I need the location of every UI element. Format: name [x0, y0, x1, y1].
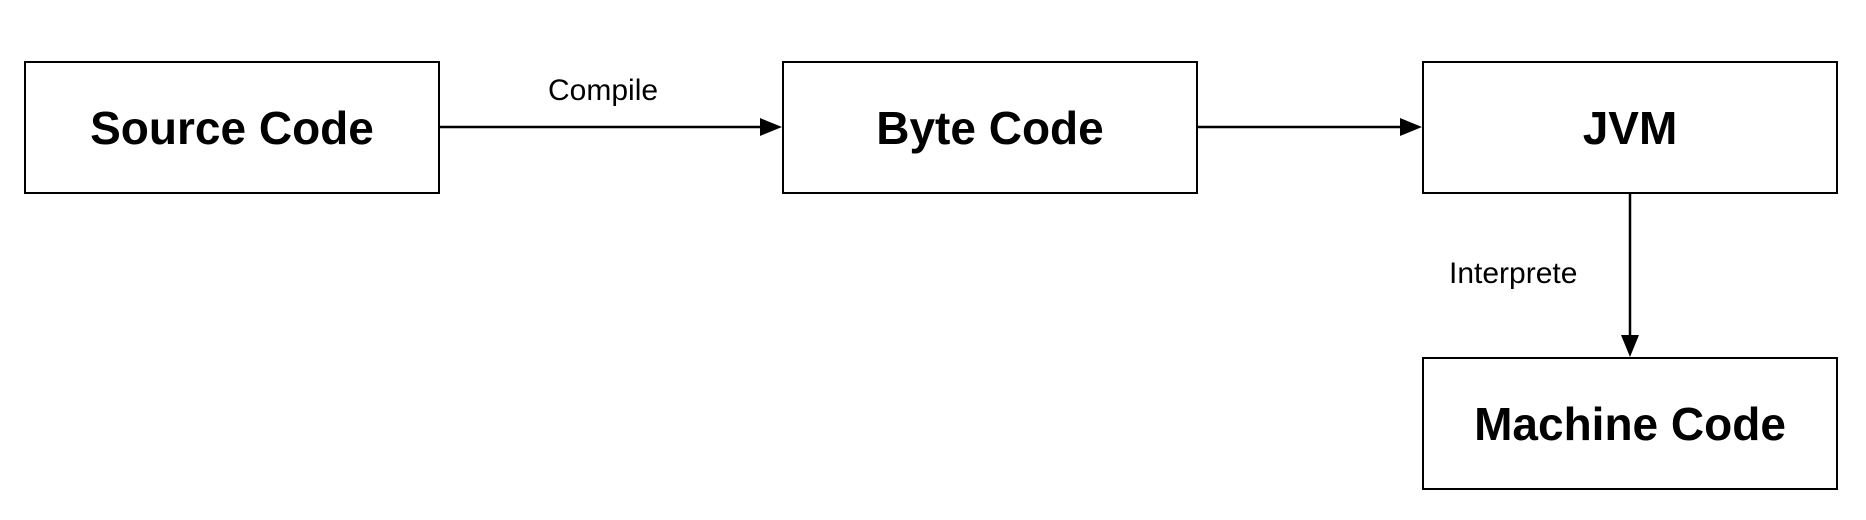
arrowhead-machine-icon	[1621, 335, 1639, 357]
node-source-code-label: Source Code	[90, 101, 374, 154]
node-byte-code-label: Byte Code	[876, 101, 1104, 154]
node-jvm: JVM	[1422, 61, 1838, 194]
node-machine-code-label: Machine Code	[1474, 397, 1786, 450]
arrowhead-byte-icon	[760, 118, 782, 136]
node-source-code: Source Code	[24, 61, 440, 194]
edge-label-interprete: Interprete	[1449, 257, 1578, 290]
arrowhead-jvm-icon	[1400, 118, 1422, 136]
node-byte-code: Byte Code	[782, 61, 1198, 194]
edge-label-compile: Compile	[548, 74, 659, 107]
node-jvm-label: JVM	[1582, 101, 1678, 154]
node-machine-code: Machine Code	[1422, 357, 1838, 490]
